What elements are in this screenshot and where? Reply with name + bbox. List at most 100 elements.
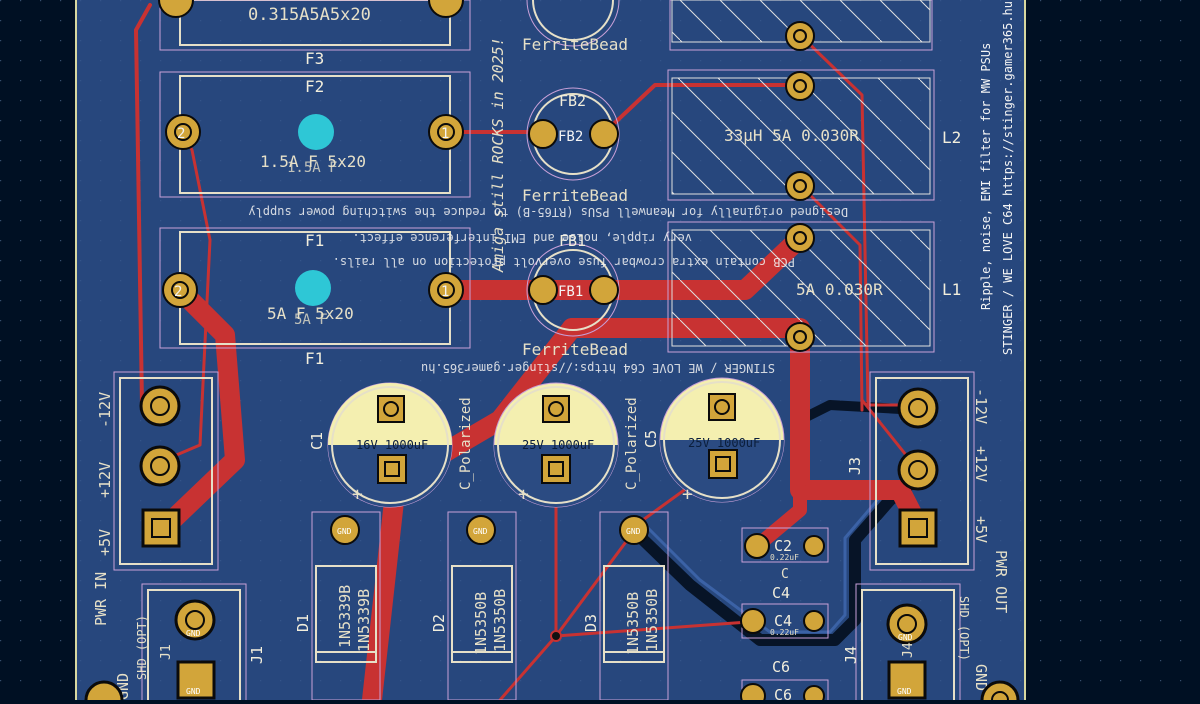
d1-value-label: 1N5339B	[336, 585, 354, 648]
amiga-slogan: Amiga still ROCKS in 2025!	[489, 37, 507, 273]
fb2-ref: FB2	[559, 92, 586, 110]
c4-pad-label: C4	[774, 612, 792, 630]
j1-pad-gnd-top: GND	[186, 629, 201, 638]
c-label: C	[781, 567, 789, 582]
d2-value-label: 1N5350B	[472, 592, 490, 655]
diode-d1[interactable]: GND 1N5339B 1N5339B D1	[294, 511, 381, 701]
j4-pad-gnd-bottom: GND	[897, 687, 912, 696]
c5-ref-label: C5	[642, 430, 660, 448]
d1-pad-gnd: GND	[337, 527, 352, 536]
inductor-l2[interactable]: 33µH 5A 0.030R L2	[667, 69, 961, 201]
capacitor-c5[interactable]: 25V 1000uF C_Polarized C5 +	[624, 377, 785, 505]
f2-value-label: 1.5A F 5x20	[260, 152, 366, 171]
c2-ref-label: C2	[774, 537, 792, 555]
f1-ref-label: F1	[305, 349, 324, 368]
right-vertical-url: STINGER / WE LOVE C64 https://stinger.ga…	[1001, 1, 1015, 355]
d1-ref-label: D1	[294, 614, 312, 632]
inductor-l3-partial[interactable]	[669, 0, 933, 51]
f1-ref-top: F1	[305, 231, 324, 250]
c6-ref-label: C6	[772, 658, 790, 676]
f1-value-dup: 5A F	[294, 312, 328, 328]
c5-plus-mark: +	[682, 484, 693, 505]
ferrite-top-partial[interactable]: FerriteBead	[522, 0, 628, 54]
fuse-f2[interactable]: 2 1 F2 1.5A F 5x20 1.5A F	[159, 71, 471, 198]
pwr-out-title: PWR OUT	[992, 550, 1010, 613]
c1-value-label: 16V 1000uF	[356, 438, 428, 452]
desc-line-2: very ripple, noise and EMI interference …	[352, 231, 692, 245]
connector-j4[interactable]: GND GND J4 J4 SHD (OPT) GND	[842, 583, 990, 704]
d2-pad-gnd: GND	[473, 527, 488, 536]
fb2-pad-label: FB2	[558, 129, 583, 145]
ferrite-bead-fb1[interactable]: FB1 FB1 FerriteBead	[522, 232, 628, 359]
f1-mount-hole	[295, 270, 331, 306]
l2-value-label: 33µH 5A 0.030R	[724, 126, 859, 145]
c1-plus-mark: +	[352, 484, 363, 505]
f2-value-dup: 1.5A F	[287, 160, 338, 176]
j1-pad-gnd-bottom: GND	[186, 687, 201, 696]
ferrite-bead-fb2[interactable]: FB2 FB2 FerriteBead	[522, 87, 628, 205]
f1-value-label: 5A F 5x20	[267, 304, 354, 323]
d2-ref-label: D2	[430, 614, 448, 632]
shd-opt-left: SHD (OPT)	[135, 615, 149, 680]
capacitor-c1[interactable]: 16V 1000uF C1 +	[308, 382, 453, 508]
j1-ref-label: J1	[248, 646, 266, 664]
j3-ref-label: J3	[846, 457, 864, 475]
fuse-f3[interactable]: 0.315A5A5x20 F3	[158, 0, 471, 68]
l2-ref-label: L2	[942, 128, 961, 147]
f2-pad-1: 1	[441, 126, 449, 142]
shd-opt-right: SHD (OPT)	[957, 596, 971, 661]
pwr-in-minus12: -12V	[96, 392, 114, 428]
c1-ref-label: C1	[308, 432, 326, 450]
j4-pad-ref: J4	[901, 642, 916, 658]
d3-ref-label: D3	[582, 614, 600, 632]
ferrite-bot-label: FerriteBead	[522, 340, 628, 359]
connector-pwr-out-j3[interactable]: J3 -12V +12V +5V PWR OUT	[846, 371, 1010, 613]
j4-pad-gnd-top: GND	[898, 633, 913, 642]
inductor-l1[interactable]: 5A 0.030R L1	[667, 221, 961, 353]
j1-pad-ref: J1	[159, 644, 174, 660]
l1-ref-label: L1	[942, 280, 961, 299]
f3-ref-label: F3	[305, 49, 324, 68]
fb1-ref: FB1	[559, 232, 586, 250]
c-polarized-label-2: C_Polarized	[624, 397, 640, 490]
c-polarized-label-1: C_Polarized	[458, 397, 474, 490]
f2-mount-hole	[298, 114, 334, 150]
c4-value-label: 0.22uF	[770, 628, 799, 637]
l1-value-label: 5A 0.030R	[796, 280, 883, 299]
ferrite-mid-label: FerriteBead	[522, 186, 628, 205]
right-vertical-desc: Ripple, noise, EMI filter for MW PSUs	[979, 43, 993, 310]
connector-j1[interactable]: GND GND J1 J1 SHD (OPT) GND	[114, 583, 266, 704]
f1-pad-1: 1	[441, 284, 449, 300]
diode-d2[interactable]: GND 1N5350B 1N5350B D2	[430, 511, 517, 701]
desc-line-3: PCB contain extra crowbar fuse overvolt …	[333, 255, 795, 269]
pwr-in-plus5: +5V	[96, 529, 114, 556]
fuse-f1[interactable]: 2 1 F1 5A F 5x20 5A F F1	[159, 227, 471, 368]
capacitor-c3[interactable]: 25V 1000uF C_Polarized +	[458, 382, 619, 508]
d3-value-label-2: 1N5350B	[643, 589, 661, 652]
f2-pad-2: 2	[177, 126, 185, 142]
c2-value-label: 0.22uF	[770, 553, 799, 562]
capacitor-c4[interactable]: C4 C4 0.22uF	[740, 584, 829, 639]
d1-value-label-2: 1N5339B	[355, 589, 373, 652]
f2-ref-top: F2	[305, 77, 324, 96]
j4-ref-label: J4	[842, 646, 860, 664]
c3-value-label: 25V 1000uF	[522, 438, 594, 452]
fb1-pad-label: FB1	[558, 284, 583, 300]
pwr-in-plus12: +12V	[96, 462, 114, 498]
gnd-right: GND	[972, 664, 990, 691]
f1-pad-2: 2	[174, 284, 182, 300]
c4-ref-label: C4	[772, 584, 790, 602]
ferrite-top-label: FerriteBead	[522, 35, 628, 54]
capacitor-c2[interactable]: C2 0.22uF C	[741, 527, 829, 582]
pwr-out-plus12: +12V	[972, 446, 990, 482]
desc-line-1: Designed originally for Meanwell PSUs (R…	[248, 205, 848, 219]
connector-pwr-in[interactable]: -12V +12V +5V PWR IN	[92, 371, 219, 626]
description-mirrored: Designed originally for Meanwell PSUs (R…	[248, 205, 848, 375]
diode-d3[interactable]: GND 1N5350B 1N5350B D3	[582, 511, 669, 701]
c5-value-label: 25V 1000uF	[688, 436, 760, 450]
pwr-out-minus12: -12V	[972, 388, 990, 424]
d2-value-label-2: 1N5350B	[491, 589, 509, 652]
via-junction[interactable]	[550, 630, 562, 642]
f3-value-label: 0.315A5A5x20	[248, 5, 371, 25]
